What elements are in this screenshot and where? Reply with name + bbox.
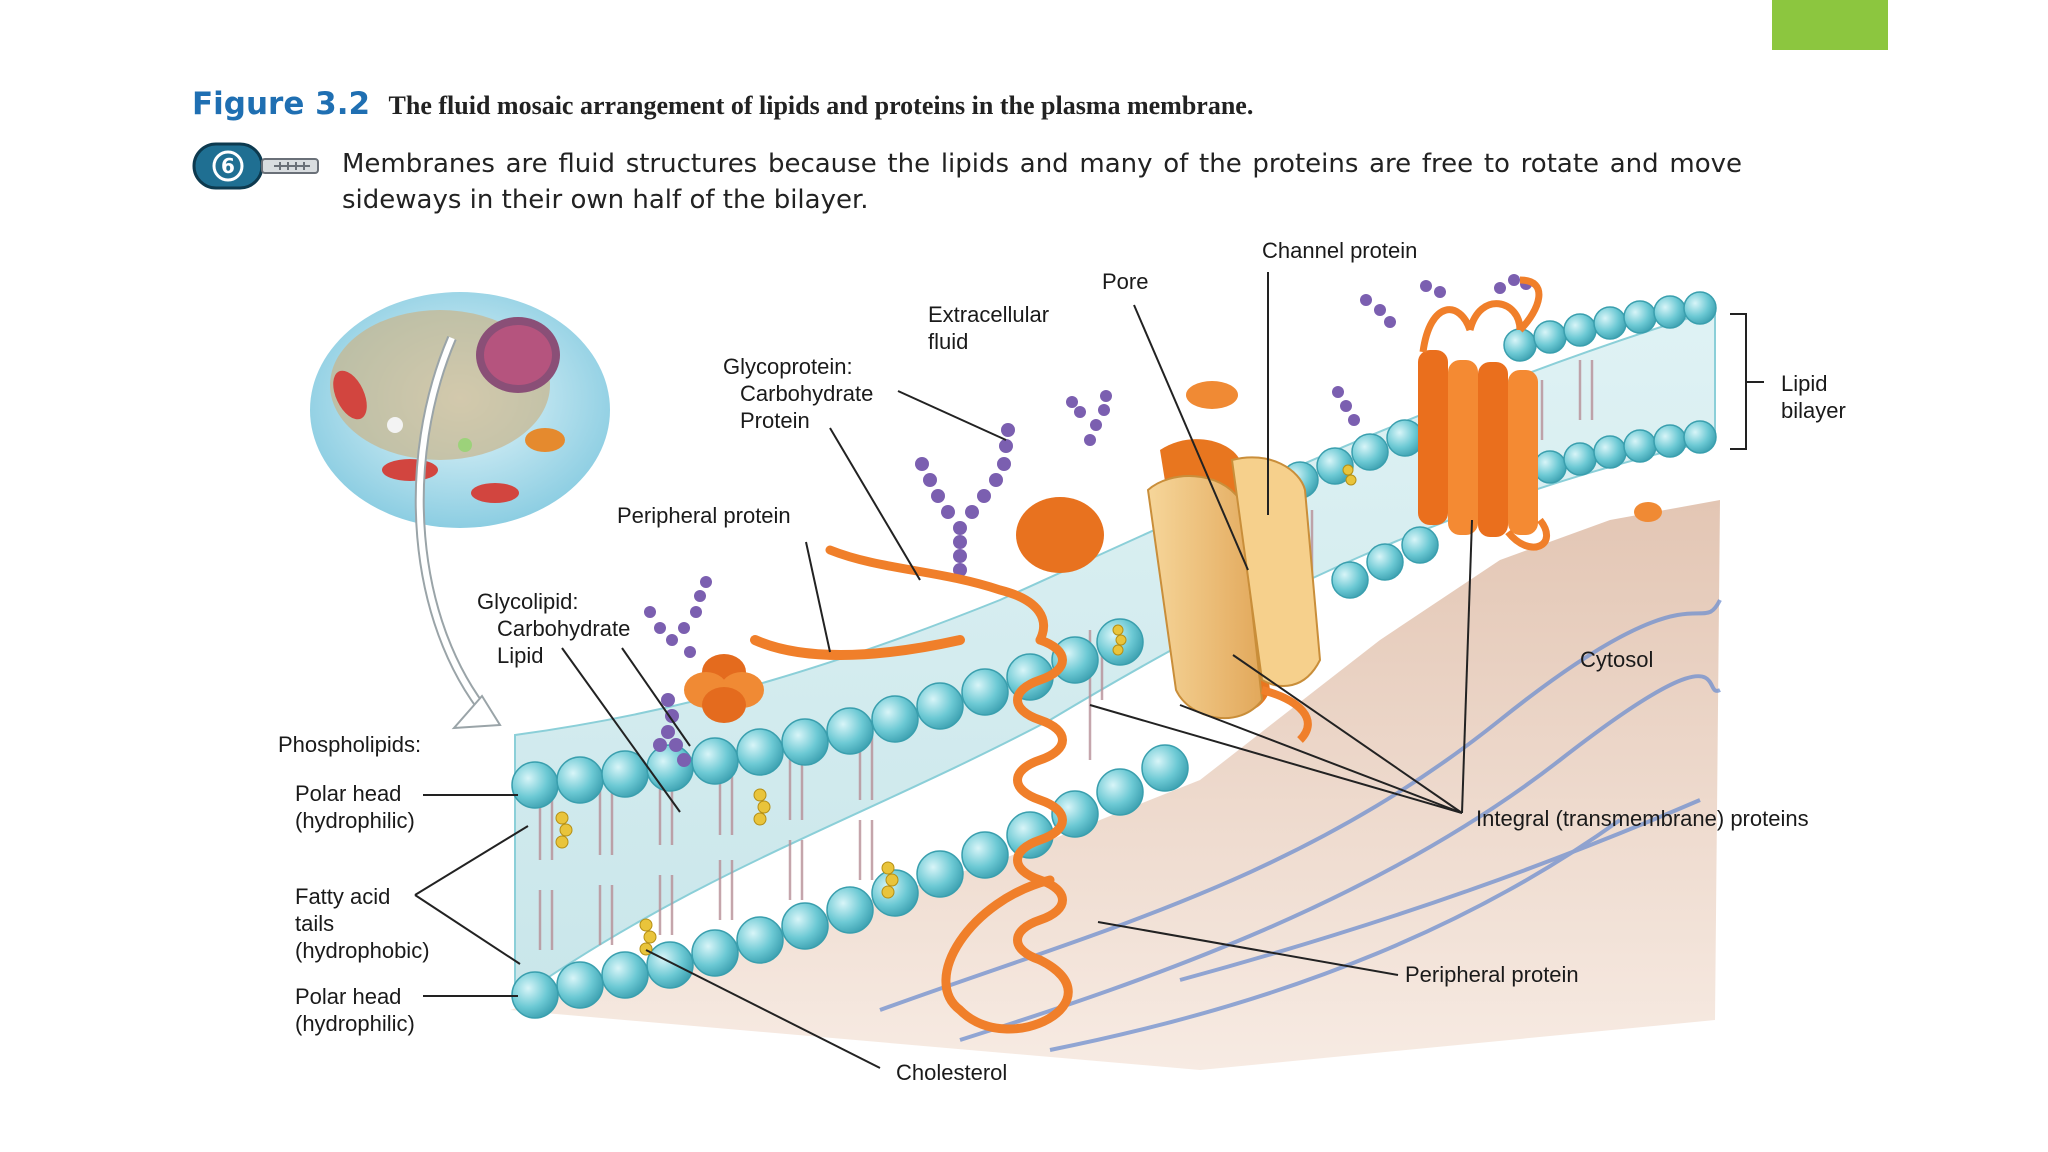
cytosol-text: Cytosol <box>1580 647 1654 672</box>
label-polar-head-bottom: Polar head (hydrophilic) <box>295 983 415 1037</box>
label-cholesterol: Cholesterol <box>896 1059 1007 1086</box>
cholesterol-text: Cholesterol <box>896 1060 1008 1085</box>
cytoskeleton-filaments <box>879 599 1722 1052</box>
peripheral-protein-bottom-text: Peripheral protein <box>1405 962 1579 987</box>
label-cytosol: Cytosol <box>1580 646 1653 673</box>
peripheral-protein-top-text: Peripheral protein <box>617 503 791 528</box>
inner-lipid-heads <box>511 420 1717 1019</box>
transmembrane-helix-protein <box>825 545 1073 1034</box>
phospholipids-text: Phospholipids: <box>278 732 422 757</box>
fatty-acid-line-3: (hydrophobic) <box>295 938 430 963</box>
glycoprotein-carbohydrate <box>915 274 1532 577</box>
label-integral-proteins: Integral (transmembrane) proteins <box>1476 805 1809 832</box>
fatty-acid-line-1: Fatty acid <box>295 884 391 909</box>
glycolipid-line-3: Lipid <box>497 643 544 668</box>
label-glycoprotein: Glycoprotein: Carbohydrate Protein <box>723 353 873 434</box>
label-peripheral-protein-top: Peripheral protein <box>617 502 791 529</box>
polar-head-top-line-1: Polar head <box>295 781 402 806</box>
glycoprotein-line-3: Protein <box>740 408 810 433</box>
channel-protein-text: Channel protein <box>1262 238 1418 263</box>
accent-block <box>1772 0 1888 50</box>
glycoprotein-line-2: Carbohydrate <box>740 381 874 406</box>
label-polar-head-top: Polar head (hydrophilic) <box>295 780 415 834</box>
figure-number: Figure 3.2 <box>192 86 371 122</box>
label-lipid-bilayer: Lipid bilayer <box>1781 370 1846 424</box>
figure-heading: Figure 3.2 The fluid mosaic arrangement … <box>192 86 1253 122</box>
figure-caption: Membranes are fluid structures because t… <box>342 149 1742 215</box>
polar-head-top-line-2: (hydrophilic) <box>295 808 415 833</box>
zoom-arrow <box>414 336 502 730</box>
channel-protein <box>1146 439 1322 743</box>
label-fatty-acid-tails: Fatty acid tails (hydrophobic) <box>295 883 430 964</box>
glycoprotein-line-1: Glycoprotein: <box>723 354 853 379</box>
label-phospholipids: Phospholipids: <box>278 731 421 758</box>
lipid-bilayer-line-1: Lipid <box>1781 371 1828 396</box>
polar-head-bottom-line-1: Polar head <box>295 984 402 1009</box>
cholesterol-molecules <box>555 464 1357 956</box>
glycolipid-carbohydrate <box>644 576 712 767</box>
extracellular-line-1: Extracellular <box>928 302 1050 327</box>
extracellular-line-2: fluid <box>928 329 969 354</box>
label-peripheral-protein-bottom: Peripheral protein <box>1405 961 1579 988</box>
glycolipid-line-2: Carbohydrate <box>497 616 631 641</box>
multi-helix-protein <box>1418 276 1550 551</box>
integral-proteins-text: Integral (transmembrane) proteins <box>1476 806 1809 831</box>
outer-lipid-heads <box>511 291 1717 809</box>
figure-title: The fluid mosaic arrangement of lipids a… <box>388 91 1254 120</box>
glycolipid-line-1: Glycolipid: <box>477 589 579 614</box>
label-channel-protein: Channel protein <box>1262 237 1417 264</box>
fatty-acid-line-2: tails <box>295 911 335 936</box>
key-icon: 6 <box>192 142 319 190</box>
label-pore: Pore <box>1102 268 1148 295</box>
key-badge-number: 6 <box>221 154 235 178</box>
label-glycolipid: Glycolipid: Carbohydrate Lipid <box>477 588 630 669</box>
pore-text: Pore <box>1102 269 1149 294</box>
lipid-bilayer-line-2: bilayer <box>1781 398 1846 423</box>
label-extracellular-fluid: Extracellular fluid <box>928 301 1049 355</box>
leader-lines <box>414 272 1764 1069</box>
peripheral-protein-outer <box>684 381 1662 723</box>
polar-head-bottom-line-2: (hydrophilic) <box>295 1011 415 1036</box>
cell-illustration <box>310 292 610 528</box>
